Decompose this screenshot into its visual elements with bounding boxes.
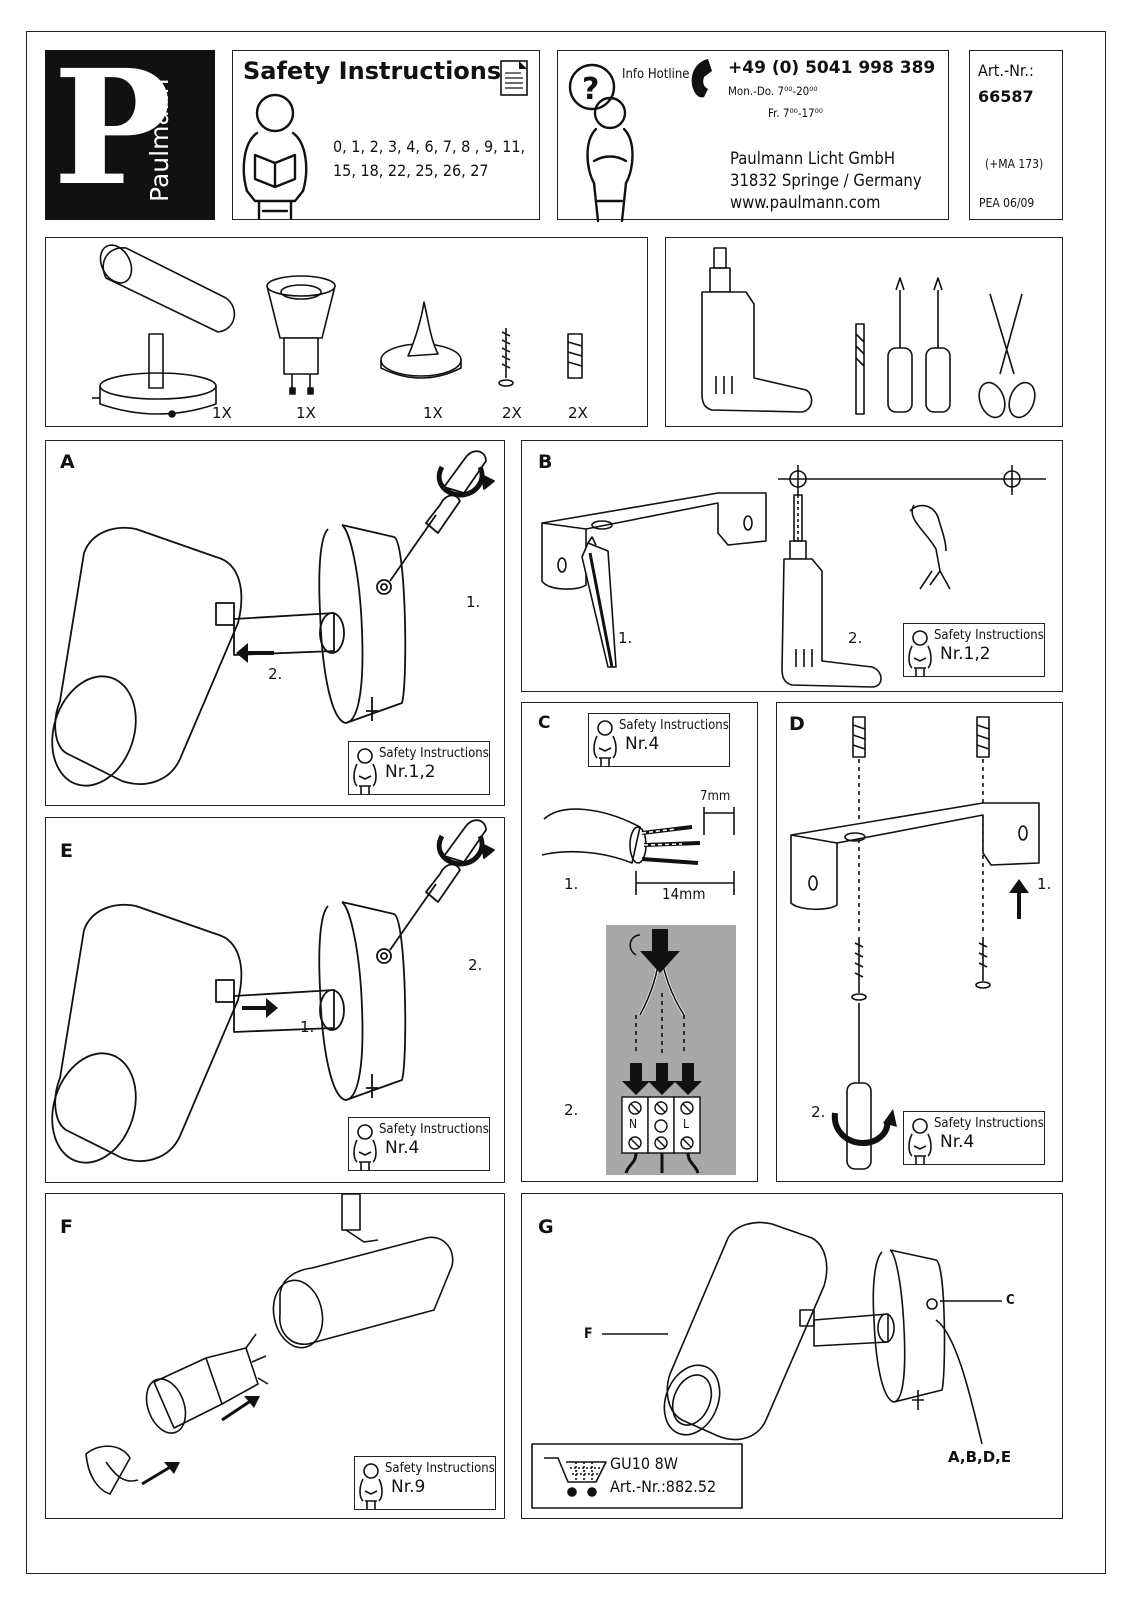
panel-f-drawing: [85, 1193, 454, 1495]
article-number: 66587: [978, 87, 1034, 106]
paulmann-logo: P Paulmann: [45, 44, 215, 220]
panel-g-drawing: [531, 1221, 1002, 1509]
panel-c-safety-ref: Safety Instructions Nr.4: [588, 713, 730, 767]
callout-f: F: [584, 1326, 593, 1342]
parts-drawing: [92, 244, 583, 418]
qty-bulb: 1X: [296, 404, 316, 422]
company-website: www.paulmann.com: [730, 193, 881, 212]
company-address: 31832 Springe / Germany: [730, 171, 922, 190]
panel-e-si-title: Safety Instructions: [379, 1122, 489, 1137]
panel-a-si-nr: Nr.1,2: [385, 762, 436, 782]
panel-d-letter: D: [789, 713, 805, 735]
panel-a: A 1. 2. Safety Instructions Nr.1,2: [45, 440, 505, 806]
panel-c-drawing: [541, 807, 736, 1175]
hotline-phone: +49 (0) 5041 998 389: [728, 58, 936, 78]
panel-f: F Safety Instructions Nr.9: [45, 1193, 505, 1519]
panel-a-si-title: Safety Instructions: [379, 746, 489, 761]
logo-letter: P: [53, 36, 172, 221]
panel-b-safety-ref: Safety Instructions Nr.1,2: [903, 623, 1045, 677]
panel-a-safety-ref: Safety Instructions Nr.1,2: [348, 741, 490, 795]
panel-c-si-nr: Nr.4: [625, 734, 660, 754]
panel-e-step1: 1.: [300, 1018, 315, 1036]
panel-d-drawing: [790, 716, 1040, 1170]
safety-numbers-line2: 15, 18, 22, 25, 26, 27: [333, 161, 489, 180]
panel-f-si-title: Safety Instructions: [385, 1461, 495, 1476]
callout-c: C: [1006, 1293, 1015, 1308]
dim-7mm: 7mm: [700, 789, 731, 804]
article-pea: PEA 06/09: [979, 196, 1035, 210]
panel-b: B 1. 2.: [521, 440, 1063, 692]
company-name: Paulmann Licht GmbH: [730, 149, 895, 168]
panel-e-drawing: [51, 819, 495, 1164]
logo-name: Paulmann: [145, 78, 174, 202]
tools-drawing: [701, 247, 1036, 419]
panel-d-step1: 1.: [1037, 875, 1052, 893]
article-ma: (+MA 173): [985, 157, 1044, 171]
lamp-article: Art.-Nr.:882.52: [610, 1477, 717, 1496]
panel-f-letter: F: [60, 1216, 73, 1238]
panel-b-letter: B: [538, 451, 553, 473]
article-box: Art.-Nr.: 66587 (+MA 173) PEA 06/09: [969, 50, 1063, 220]
panel-d-safety-ref: Safety Instructions Nr.4: [903, 1111, 1045, 1165]
hotline-box: ? Info Hotline +49 (0) 5041 998 389 Mon.…: [557, 50, 949, 223]
panel-f-si-nr: Nr.9: [391, 1477, 426, 1497]
panel-a-letter: A: [60, 451, 75, 473]
panel-a-step2: 2.: [268, 665, 283, 683]
panel-e-step2: 2.: [468, 956, 483, 974]
panel-e-si-nr: Nr.4: [385, 1138, 420, 1158]
panel-a-drawing: [51, 450, 495, 787]
panel-c-step2: 2.: [564, 1101, 579, 1119]
panel-a-step1: 1.: [466, 593, 481, 611]
panel-b-step2: 2.: [848, 629, 863, 647]
panel-e: E 1. 2. Safety Instructions Nr.4: [45, 817, 505, 1183]
panel-g-letter: G: [538, 1216, 554, 1238]
tools-box: [665, 237, 1063, 427]
reading-man-icon: [242, 60, 528, 221]
dim-14mm: 14mm: [662, 885, 706, 903]
panel-g: G C F A,B,D,E GU10 8W Art.-Nr.:882.52: [521, 1193, 1063, 1519]
hotline-hours-1: Mon.-Do. 7⁰⁰-20⁰⁰: [728, 84, 818, 98]
panel-e-letter: E: [60, 840, 73, 862]
page-border: [26, 31, 1106, 1574]
qty-spotlight: 1X: [212, 404, 232, 422]
safety-header-box: Safety Instructions 0, 1, 2, 3, 4, 6, 7,…: [232, 50, 540, 221]
phone-icon: [691, 59, 712, 98]
panel-b-si-nr: Nr.1,2: [940, 644, 991, 664]
parts-box: 1X 1X 1X 2X 2X: [45, 237, 648, 427]
panel-d: D 1. 2. Safet: [776, 702, 1063, 1182]
panel-d-si-title: Safety Instructions: [934, 1116, 1044, 1131]
callout-abde: A,B,D,E: [948, 1448, 1012, 1466]
lamp-type: GU10 8W: [610, 1454, 678, 1473]
panel-f-safety-ref: Safety Instructions Nr.9: [354, 1456, 496, 1510]
hotline-label: Info Hotline: [622, 67, 690, 82]
article-label: Art.-Nr.:: [978, 61, 1034, 80]
panel-b-step1: 1.: [618, 629, 633, 647]
qty-cap: 1X: [423, 404, 443, 422]
panel-d-si-nr: Nr.4: [940, 1132, 975, 1152]
panel-d-step2: 2.: [811, 1103, 826, 1121]
panel-c-si-title: Safety Instructions: [619, 718, 729, 733]
safety-header-title: Safety Instructions: [243, 57, 502, 85]
panel-b-drawing: [541, 465, 1046, 688]
qty-dowels: 2X: [568, 404, 588, 422]
panel-b-si-title: Safety Instructions: [934, 628, 1044, 643]
panel-c-step1: 1.: [564, 875, 579, 893]
terminal-l: L: [683, 1117, 690, 1131]
svg-text:?: ?: [582, 72, 599, 107]
panel-e-safety-ref: Safety Instructions Nr.4: [348, 1117, 490, 1171]
panel-c-letter: C: [538, 713, 551, 733]
hotline-hours-2: Fr. 7⁰⁰-17⁰⁰: [768, 106, 823, 120]
terminal-n: N: [629, 1117, 638, 1131]
qty-screws: 2X: [502, 404, 522, 422]
safety-numbers-line1: 0, 1, 2, 3, 4, 6, 7, 8 , 9, 11,: [333, 137, 526, 156]
hotline-man-icon: ?: [568, 59, 712, 223]
panel-c: C Safety Instructions Nr.4: [521, 702, 758, 1182]
